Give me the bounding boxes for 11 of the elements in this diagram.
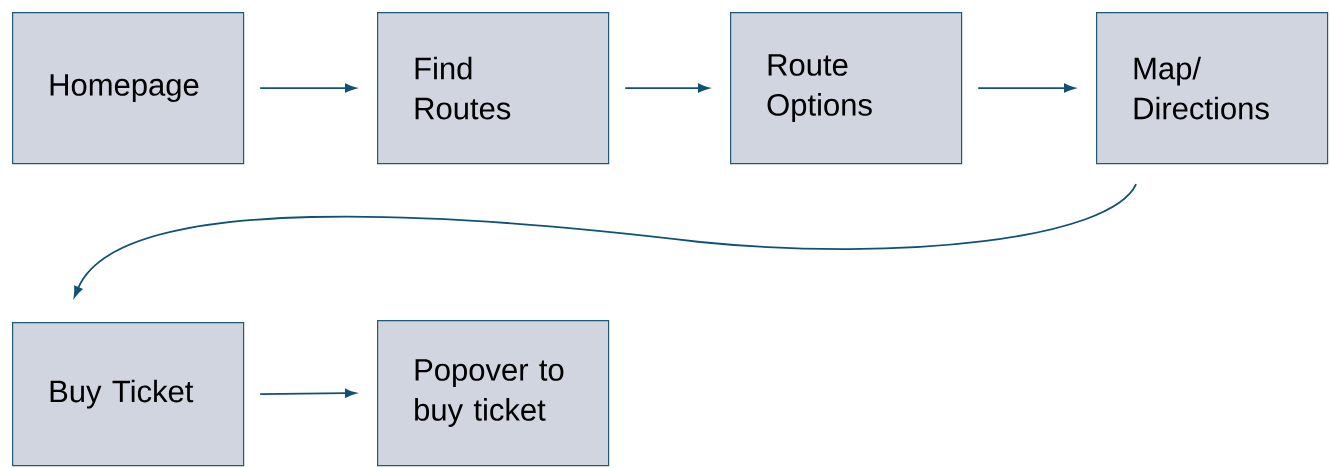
- process-box: Popover to buy ticket: [377, 320, 610, 467]
- process-box: Map/ Directions: [1096, 12, 1329, 165]
- arrow: [977, 83, 1075, 93]
- arrow: [624, 83, 709, 93]
- process-box: Find Routes: [377, 12, 610, 165]
- process-box: Buy Ticket: [12, 322, 245, 467]
- arrow: [259, 83, 357, 93]
- arrow: [259, 388, 357, 398]
- process-box: Homepage: [12, 12, 245, 165]
- process-box: Route Options: [730, 12, 963, 165]
- arrow: [73, 183, 1137, 298]
